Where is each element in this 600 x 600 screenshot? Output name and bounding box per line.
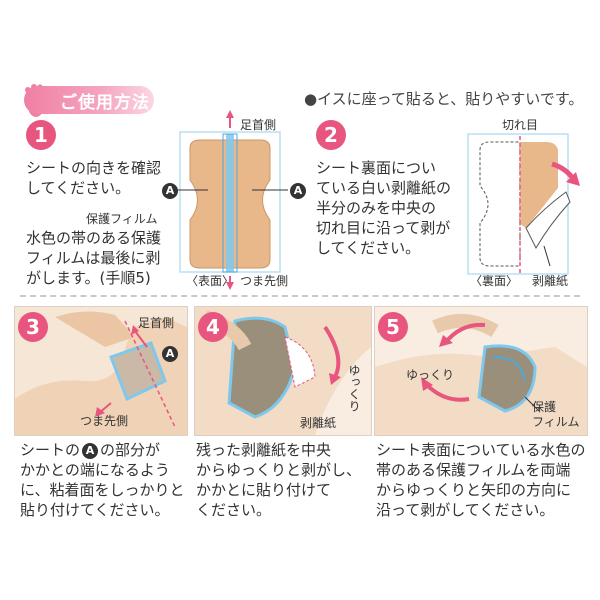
step-3-inline-marker: A <box>82 442 99 459</box>
step-4-paper-label: 剥離紙 <box>300 416 337 430</box>
step-2-paper-label: 剥離紙 <box>532 274 569 288</box>
step-3-photo-marker: A <box>162 346 178 362</box>
section-divider <box>20 295 580 297</box>
step-3-photo <box>14 306 188 436</box>
step-2-number: 2 <box>316 120 346 150</box>
header-note: ●イスに座って貼ると、貼りやすいです。 <box>304 90 584 108</box>
step-1-top-label: 足首側 <box>240 118 277 132</box>
header-bar <box>24 86 154 114</box>
step-1-number: 1 <box>26 120 56 150</box>
step-5-text: シート表面についている水色の 帯のある保護フィルムを両端 からゆっくりと矢印の方… <box>376 441 586 519</box>
step-5-number: 5 <box>378 312 408 342</box>
step-1-text: シートの向きを確認 してください。 <box>26 159 162 197</box>
step-2-cut-label: 切れ目 <box>502 118 539 132</box>
step-3-bottom-label: つま先側 <box>80 414 129 428</box>
step-1-front-label: 〈表面〉 <box>186 274 235 288</box>
step-3-top-label: 足首側 <box>138 316 175 330</box>
step-5-slow-label: ゆっくり <box>406 368 455 382</box>
step-1-marker-right: A <box>290 183 306 199</box>
step-1-bottom-label: つま先側 <box>240 274 289 288</box>
step-2-text: シート裏面につい ている白い剥離紙の 半分のみを中央の 切れ目に沿って剥が して… <box>316 159 452 257</box>
step-5-photo <box>374 306 588 436</box>
step-4-text: 残った剥離紙を中央 からゆっくりと剥がし、 かかとに貼り付けて ください。 <box>196 441 362 519</box>
step-3-number: 3 <box>18 312 48 342</box>
page-title: ご使用方法 <box>60 93 150 113</box>
step-2-back-label: 〈裏面〉 <box>470 274 519 288</box>
step-1-film-label: 保護フィルム <box>86 212 158 226</box>
step-2-diagram <box>467 133 580 275</box>
step-1-marker-left: A <box>162 183 178 199</box>
step-1-note: 水色の帯のある保護 フィルムは最後に剥 がします。(手順5) <box>26 229 162 287</box>
step-4-slow-label: ゆっくり <box>347 364 361 412</box>
step-5-film-label: 保護 フィルム <box>532 400 580 429</box>
step-1-diagram <box>172 110 288 290</box>
step-4-number: 4 <box>198 312 228 342</box>
